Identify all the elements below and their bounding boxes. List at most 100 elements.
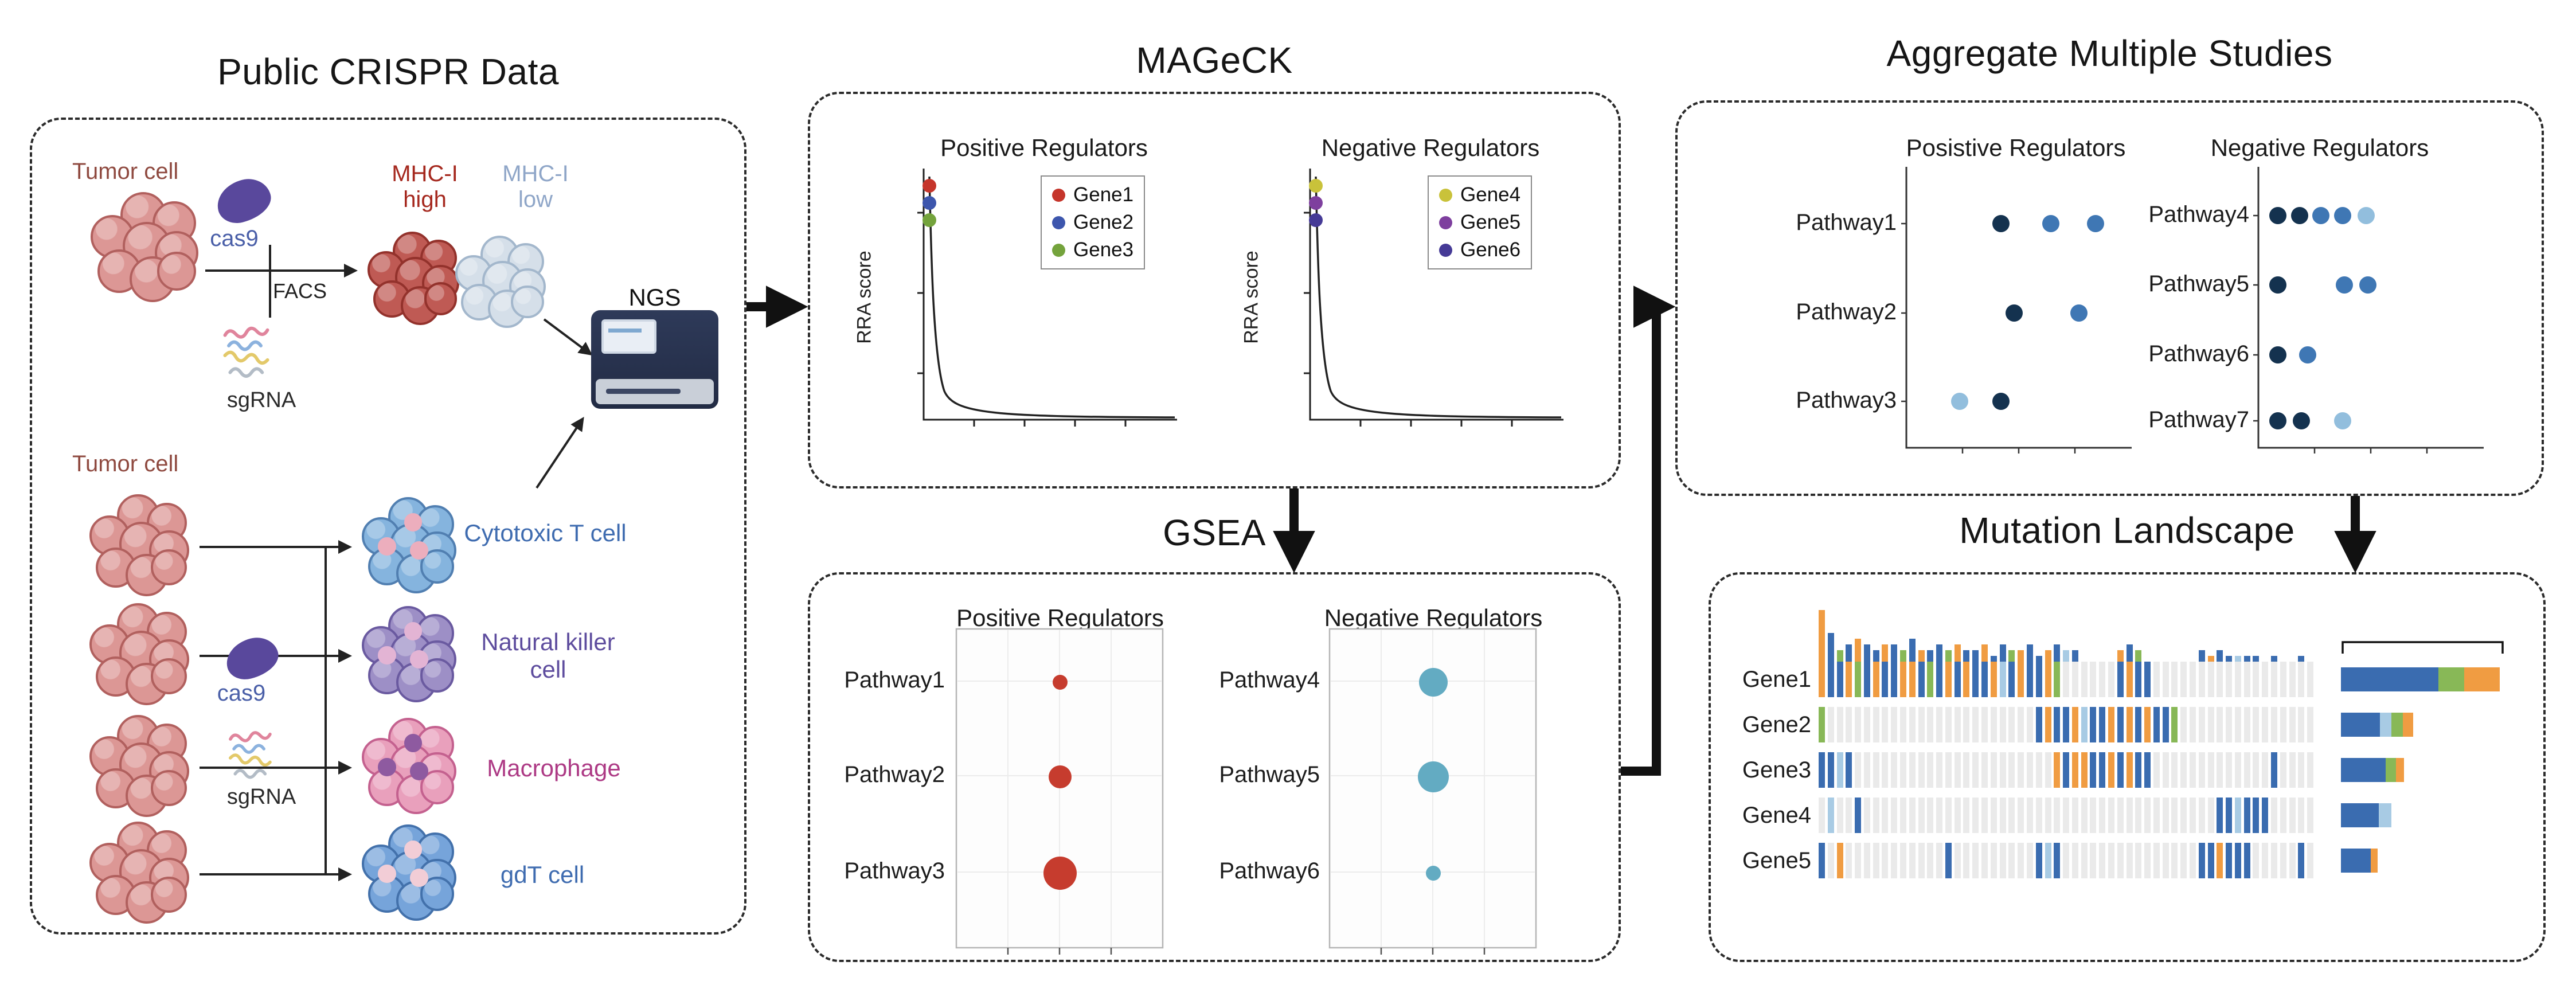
aggregate-panel: Posistive Regulators Negative Regulators…: [1675, 100, 2544, 496]
study-dot: [2293, 412, 2310, 429]
gsea-pathway-label: Pathway1: [844, 667, 945, 693]
ngs-screen: [601, 319, 656, 354]
legend-dot: [1439, 188, 1452, 202]
frequency-scale-bar: [2342, 641, 2504, 654]
gsea-negative-plot: [1328, 628, 1537, 955]
top-gene-dot: [922, 179, 936, 193]
arrow-gsea-to-aggregate: [1621, 286, 1676, 776]
mageck-panel-title: MAGeCK: [1136, 40, 1293, 81]
sgrna-label-top: sgRNA: [226, 388, 296, 412]
mutation-panel-title: Mutation Landscape: [1959, 510, 2295, 551]
legend-item: Gene4: [1439, 183, 1520, 206]
legend-label: Gene2: [1073, 211, 1134, 233]
aggregate-pathway-label: Pathway1: [1796, 210, 1897, 235]
oncoprint-row: [1819, 752, 2316, 788]
cas9-label-bottom: cas9: [217, 681, 266, 706]
gsea-pathway-label: Pathway4: [1219, 667, 1320, 693]
oncoprint-row: [1819, 662, 2316, 697]
cytotoxic-t-cell-cluster: [362, 497, 462, 597]
tumor-cell-cluster-2: [89, 603, 196, 709]
study-dot: [2334, 207, 2351, 224]
legend-label: Gene5: [1460, 211, 1521, 233]
mhc-low-cell-cluster: [455, 236, 552, 332]
legend-dot: [1439, 243, 1452, 257]
gsea-positive-title: Positive Regulators: [956, 604, 1164, 631]
gsea-enrichment-dot: [1426, 866, 1441, 881]
study-dot: [2006, 304, 2023, 322]
aggregate-positive-title: Posistive Regulators: [1906, 134, 2126, 161]
tumor-cell-cluster-top: [91, 192, 205, 307]
crispr-panel: Tumor cell cas9 sgRNA FACS MHC-I high MH…: [30, 118, 746, 935]
mutation-frequency-bar: [2341, 713, 2413, 737]
gsea-panel: Positive Regulators Negative Regulators …: [808, 572, 1621, 962]
study-dot: [2070, 304, 2088, 322]
oncoprint-row: [1819, 798, 2316, 833]
gene-label: Gene3: [1742, 757, 1811, 783]
gsea-pathway-label: Pathway5: [1219, 762, 1320, 787]
legend-dot: [1052, 188, 1065, 202]
gsea-negative-title: Negative Regulators: [1324, 604, 1543, 631]
rra-curve: [1315, 176, 1562, 419]
legend-label: Gene6: [1460, 239, 1521, 261]
mutation-frequency-bar: [2341, 667, 2500, 691]
oncoprint-row: [1819, 707, 2316, 742]
mageck-panel: Positive Regulators Negative Regulators …: [808, 92, 1621, 488]
rra-score-axis-label-1: RRA score: [1240, 251, 1262, 344]
study-dot: [2269, 412, 2286, 429]
mageck-positive-plot: [917, 169, 1177, 427]
study-dot: [2299, 346, 2316, 363]
ngs-sequencer-icon: [591, 310, 718, 409]
study-dot: [2269, 276, 2286, 294]
rra-score-axis-label-0: RRA score: [853, 251, 875, 344]
study-dot: [2042, 215, 2059, 232]
study-dot: [2334, 412, 2351, 429]
mageck-negative-title: Negative Regulators: [1321, 134, 1540, 161]
sgrna-label-bottom: sgRNA: [226, 785, 296, 809]
sgrna-icon-bottom: [229, 731, 272, 779]
gene-label: Gene2: [1742, 712, 1811, 737]
study-dot: [2312, 207, 2329, 224]
aggregate-pathway-label: Pathway2: [1796, 299, 1897, 325]
gene-label: Gene1: [1742, 667, 1811, 692]
aggregate-pathway-label: Pathway6: [2148, 341, 2249, 366]
study-dot: [1951, 393, 1968, 410]
gsea-enrichment-dot: [1419, 668, 1448, 697]
gsea-pathway-label: Pathway3: [844, 858, 945, 884]
cell-type-label-4: gdT cell: [500, 861, 585, 888]
study-dot: [2359, 276, 2376, 294]
legend-label: Gene4: [1460, 183, 1521, 206]
legend-dot: [1439, 216, 1452, 229]
aggregate-pathway-label: Pathway3: [1796, 388, 1897, 413]
sample-mutation-barchart: [1819, 608, 2316, 662]
study-dot: [2291, 207, 2308, 224]
ngs-slot: [606, 389, 681, 394]
legend-item: Gene3: [1052, 239, 1133, 261]
top-gene-dot: [1309, 179, 1323, 193]
study-dot: [1992, 393, 2010, 410]
tumor-cell-cluster-4: [89, 822, 196, 928]
cell-type-label-2: Natural killer cell: [481, 628, 615, 683]
cell-type-label-3: Macrophage: [487, 755, 621, 781]
natural-killer-cell-cluster: [362, 606, 462, 706]
macrophage-cell-cluster: [362, 718, 462, 818]
gsea-pathway-label: Pathway6: [1219, 858, 1320, 884]
aggregate-positive-plot: [1901, 167, 2132, 454]
study-dot: [2358, 207, 2375, 224]
aggregate-pathway-label: Pathway4: [2148, 202, 2249, 227]
tumor-cell-label-top: Tumor cell: [72, 159, 179, 184]
study-dot: [1992, 215, 2010, 232]
top-gene-dot: [922, 196, 936, 210]
mhc-high-label: MHC-I high: [392, 161, 458, 212]
ngs-label: NGS: [628, 284, 681, 311]
study-dot: [2087, 215, 2104, 232]
legend-item: Gene1: [1052, 183, 1133, 206]
mageck-positive-title: Positive Regulators: [940, 134, 1148, 161]
legend-label: Gene3: [1073, 239, 1134, 261]
mhc-high-cell-cluster: [368, 232, 465, 329]
mutation-frequency-bar: [2341, 803, 2391, 827]
oncoprint-row: [1819, 843, 2316, 878]
gsea-enrichment-dot: [1043, 857, 1077, 890]
